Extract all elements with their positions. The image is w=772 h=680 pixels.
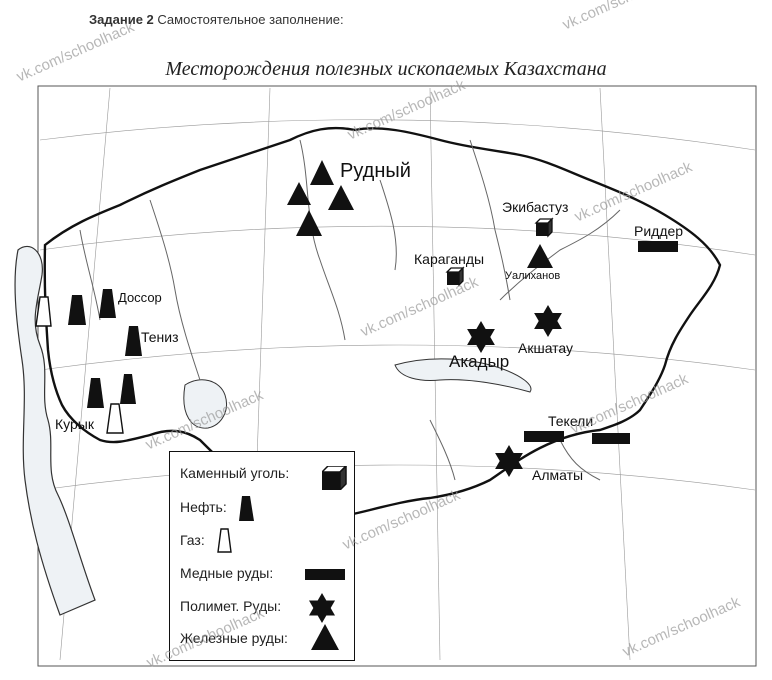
label-teniz: Тениз [141,329,179,345]
lake-balkhash [394,358,532,393]
label-akadyr: Акадыр [449,352,510,371]
iron-ore-triangle [310,160,334,185]
legend-coal-label: Каменный уголь: [180,465,290,481]
country-border [43,126,722,519]
iron-ore-triangle [328,185,354,210]
legend-oil: Нефть: [180,499,227,515]
gas-symbol-kuryk [106,403,124,434]
label-ekibastuz: Экибастуз [502,199,569,215]
label-almaty: Алматы [532,467,584,483]
legend-gas: Газ: [180,532,205,548]
label-rudny: Рудный [340,160,411,182]
copper-bar [592,433,630,444]
legend-oil-icon [239,496,254,521]
legend-iron-label: Железные руды: [180,630,288,646]
oil-symbol-teniz [125,326,142,356]
copper-bar-tekeli [524,431,564,442]
label-ualikhanov: Уалиханов [505,270,561,282]
legend-coal: Каменный уголь: [180,465,289,481]
label-karagandy: Караганды [414,251,485,267]
caspian-sea [14,245,96,616]
legend-copper-label: Медные руды: [180,565,274,581]
legend-coal-icon [322,466,348,490]
copper-bar-ridder [638,241,678,252]
label-tekeli: Текели [548,413,594,429]
iron-ore-triangle-ualikhanov [527,244,553,268]
aral-sea [183,379,227,429]
legend-iron: Железные руды: [180,630,288,646]
gas-symbol [35,296,52,327]
task-number: Задание 2 [89,12,154,27]
label-kuryk: Курык [55,416,94,432]
coal-cube-ekibastuz [535,218,553,237]
iron-ore-triangle [296,210,322,236]
rivers [79,139,621,481]
label-ridder: Риддер [634,223,684,239]
oil-symbol [120,374,136,404]
legend-gas-label: Газ: [180,532,205,548]
polymetal-star-almaty [495,445,523,477]
oil-symbol-dossor [99,289,116,318]
legend-copper: Медные руды: [180,565,273,581]
polymetal-star-akadyr [467,321,495,353]
task-text: Самостоятельное заполнение: [153,12,344,27]
map-legend: Каменный уголь: Нефть: Газ: Медные руды:… [169,451,355,661]
legend-polymetal-label: Полимет. Руды: [180,598,282,614]
legend-copper-icon [305,569,345,580]
task-heading: Задание 2 Самостоятельное заполнение: [89,12,344,27]
iron-ore-triangle [287,182,311,205]
legend-polymetal-icon [309,593,335,623]
legend-gas-icon [217,528,232,553]
label-dossor: Доссор [118,290,162,305]
label-akshatau: Акшатау [518,340,574,356]
legend-iron-icon [311,624,339,650]
polymetal-star-akshatau [534,305,562,337]
legend-oil-label: Нефть: [180,499,227,515]
map-title: Месторождения полезных ископаемых Казахс… [165,58,607,80]
legend-polymetal: Полимет. Руды: [180,598,281,614]
oil-symbol [87,378,104,408]
oil-symbol [68,295,86,325]
